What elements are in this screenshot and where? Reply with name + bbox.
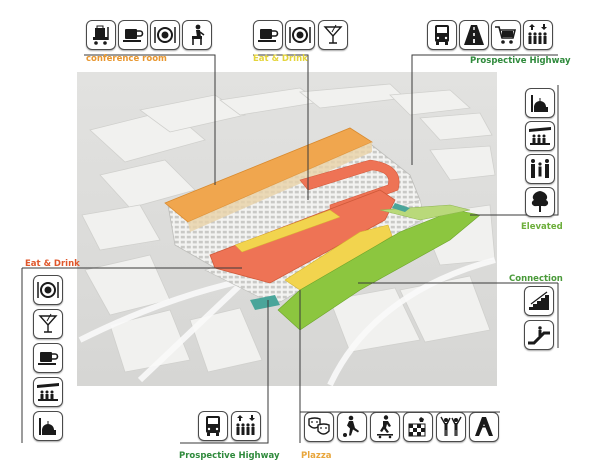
yellow-strip	[234, 209, 341, 253]
seated-person-icon	[182, 20, 212, 50]
skateboarder-icon	[370, 412, 400, 442]
soccer-player-icon	[337, 412, 367, 442]
shopping-cart-icon	[491, 20, 521, 50]
grandstand-icon	[525, 121, 555, 151]
bus-icon	[427, 20, 457, 50]
coffee-cup-icon	[118, 20, 148, 50]
connection-label: Connection	[509, 274, 563, 284]
tree-icon	[525, 187, 555, 217]
teal-canopy	[250, 295, 280, 310]
pedestrian-crowd-icon	[523, 20, 553, 50]
mosque-icon	[525, 88, 555, 118]
bus-icon	[198, 411, 228, 441]
celebrating-people-icon	[436, 412, 466, 442]
elevated-label: Elevated	[521, 222, 563, 232]
dining-plate-icon	[150, 20, 180, 50]
prospective-highway-top-label: Prospective Highway	[470, 56, 571, 66]
prospective-highway-bottom-label: Prospective Highway	[179, 451, 280, 461]
pedestrian-crowd-icon	[231, 411, 261, 441]
plazza-label: Plazza	[301, 451, 332, 461]
stairs-icon	[524, 286, 554, 316]
luggage-cart-icon	[86, 20, 116, 50]
cocktail-glass-icon	[33, 309, 63, 339]
dining-plate-icon	[285, 20, 315, 50]
teal-canopy-2	[392, 203, 410, 212]
escalator-icon	[524, 320, 554, 350]
chess-board-icon	[403, 412, 433, 442]
grandstand-icon	[33, 377, 63, 407]
cocktail-glass-icon	[318, 20, 348, 50]
theater-masks-icon	[304, 412, 334, 442]
elevated-park	[277, 209, 481, 331]
coffee-cup-icon	[33, 343, 63, 373]
coffee-cup-icon	[253, 20, 283, 50]
eat-drink-top-label: Eat & Drink	[253, 54, 308, 64]
conference-room-label: conference room	[86, 54, 167, 64]
family-group-icon	[525, 154, 555, 184]
arch-monument-icon	[469, 412, 499, 442]
upper-ring-block	[299, 159, 400, 216]
eat-drink-left-label: Eat & Drink	[25, 259, 80, 269]
highway-road-icon	[459, 20, 489, 50]
conference-room-facade	[188, 142, 372, 232]
mosque-icon	[33, 411, 63, 441]
dining-plate-icon	[33, 275, 63, 305]
